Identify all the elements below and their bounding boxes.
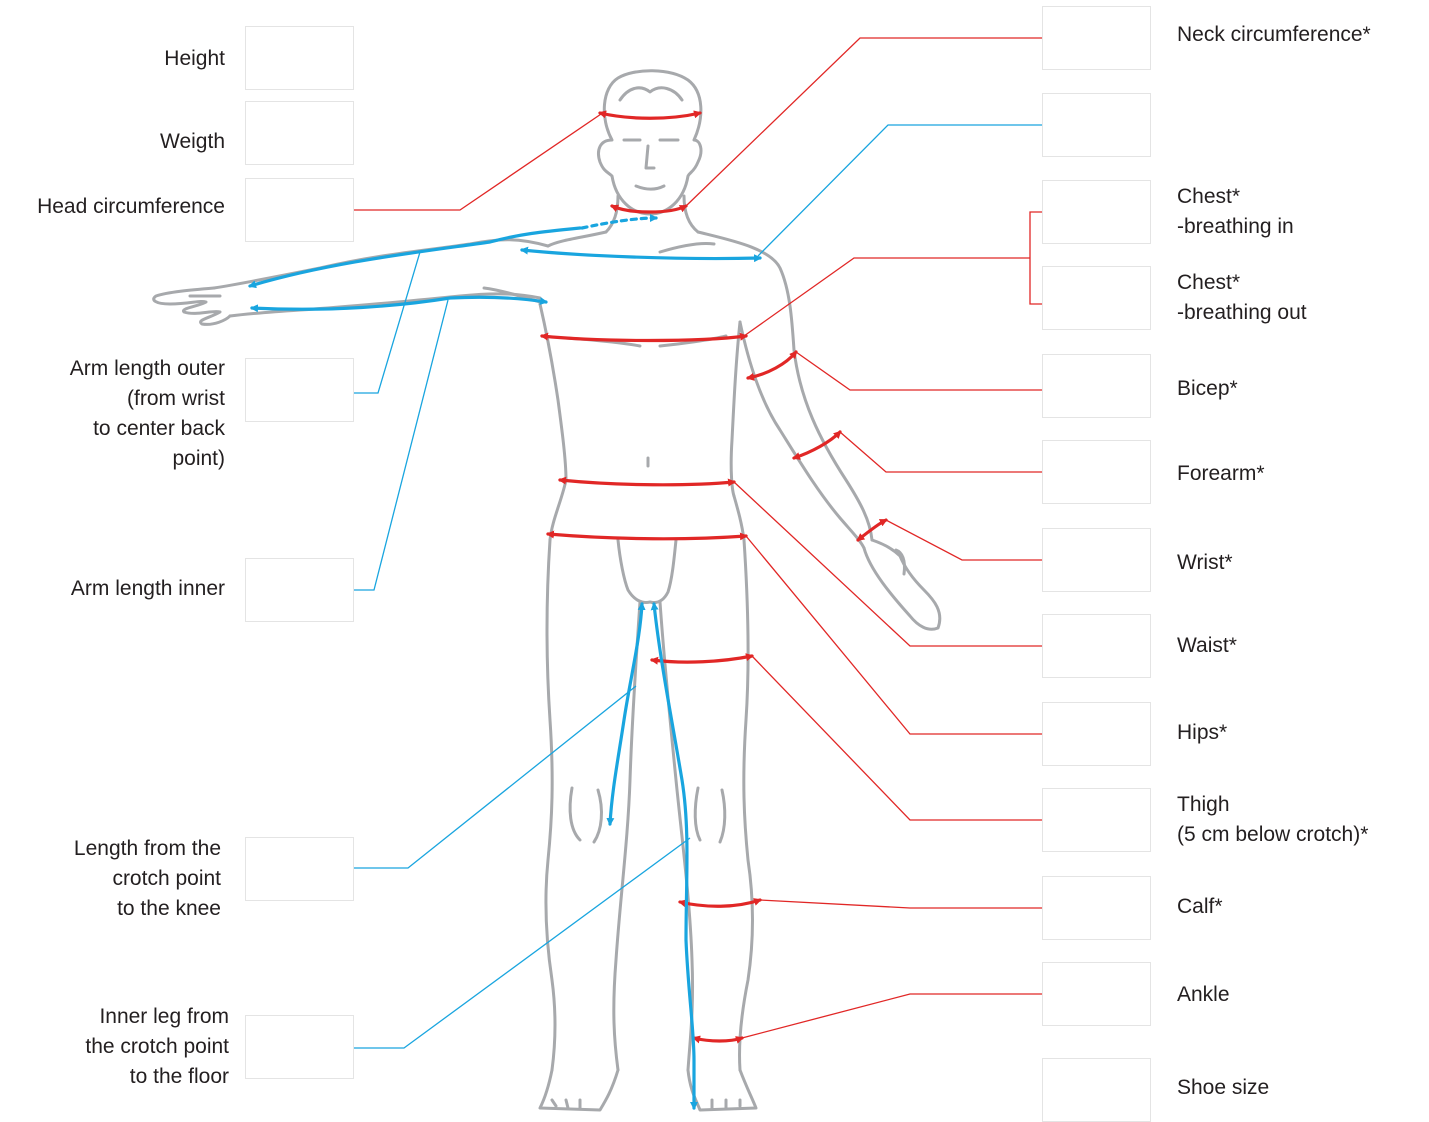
thigh-arrow bbox=[652, 656, 752, 662]
leader-inner-leg bbox=[354, 838, 690, 1048]
leader-arm-outer bbox=[354, 252, 420, 393]
arm-inner-arrow bbox=[252, 297, 546, 309]
chest-in-label: Chest* -breathing in bbox=[1177, 182, 1294, 242]
waist-input-box[interactable] bbox=[1042, 614, 1151, 678]
forearm-label: Forearm* bbox=[1177, 459, 1265, 489]
wrist-input-box[interactable] bbox=[1042, 528, 1151, 592]
inner-leg-label: Inner leg from the crotch point to the f… bbox=[85, 1002, 229, 1092]
chest-bracket bbox=[1030, 212, 1042, 304]
waist-label: Waist* bbox=[1177, 631, 1237, 661]
leader-forearm bbox=[840, 432, 1042, 472]
leader-shoulder bbox=[758, 125, 1042, 256]
inner-leg-input-box[interactable] bbox=[245, 1015, 354, 1079]
neck-arrow bbox=[612, 206, 686, 212]
leader-bicep bbox=[796, 352, 1042, 390]
leader-calf bbox=[760, 900, 1042, 908]
hips-label: Hips* bbox=[1177, 718, 1227, 748]
crotch-knee-arrow bbox=[610, 604, 642, 824]
calf-arrow bbox=[680, 900, 760, 906]
leader-chest bbox=[744, 258, 1030, 336]
arm-outer-input-box[interactable] bbox=[245, 358, 354, 422]
bicep-label: Bicep* bbox=[1177, 374, 1238, 404]
neck-label: Neck circumference* bbox=[1177, 20, 1371, 50]
leader-waist bbox=[734, 482, 1042, 646]
head-circumference-label: Head circumference bbox=[37, 192, 225, 222]
head-arrow bbox=[600, 113, 700, 118]
calf-input-box[interactable] bbox=[1042, 876, 1151, 940]
shoulder-arrow bbox=[522, 250, 760, 259]
hips-arrow bbox=[548, 534, 746, 539]
leader-ankle bbox=[742, 994, 1042, 1038]
shoe-size-label: Shoe size bbox=[1177, 1073, 1269, 1103]
arm-outer-dotted bbox=[582, 218, 656, 228]
ankle-input-box[interactable] bbox=[1042, 962, 1151, 1026]
forearm-input-box[interactable] bbox=[1042, 440, 1151, 504]
ankle-label: Ankle bbox=[1177, 980, 1230, 1010]
leader-neck bbox=[686, 38, 1042, 206]
ankle-arrow bbox=[694, 1038, 742, 1041]
waist-arrow bbox=[560, 480, 734, 485]
arm-inner-input-box[interactable] bbox=[245, 558, 354, 622]
neck-input-box[interactable] bbox=[1042, 6, 1151, 70]
leader-arm-inner bbox=[354, 300, 448, 590]
blue-leader-lines bbox=[354, 125, 1042, 1048]
chest-out-input-box[interactable] bbox=[1042, 266, 1151, 330]
leader-hips bbox=[746, 536, 1042, 734]
crotch-knee-label: Length from the crotch point to the knee bbox=[74, 834, 221, 924]
weight-input-box[interactable] bbox=[245, 101, 354, 165]
calf-label: Calf* bbox=[1177, 892, 1223, 922]
height-input-box[interactable] bbox=[245, 26, 354, 90]
leader-thigh bbox=[752, 656, 1042, 820]
head-circumference-input-box[interactable] bbox=[245, 178, 354, 242]
thigh-label: Thigh (5 cm below crotch)* bbox=[1177, 790, 1368, 850]
weight-label: Weigth bbox=[160, 127, 225, 157]
chest-arrow bbox=[542, 336, 746, 341]
red-measure-arrows bbox=[542, 113, 886, 1041]
shoe-size-input-box[interactable] bbox=[1042, 1058, 1151, 1122]
hips-input-box[interactable] bbox=[1042, 702, 1151, 766]
bicep-input-box[interactable] bbox=[1042, 354, 1151, 418]
arm-outer-label: Arm length outer (from wrist to center b… bbox=[70, 354, 225, 474]
thigh-input-box[interactable] bbox=[1042, 788, 1151, 852]
inner-leg-arrow bbox=[654, 604, 694, 1108]
leader-wrist bbox=[886, 520, 1042, 560]
height-label: Height bbox=[164, 44, 225, 74]
chest-in-input-box[interactable] bbox=[1042, 180, 1151, 244]
wrist-label: Wrist* bbox=[1177, 548, 1233, 578]
chest-out-label: Chest* -breathing out bbox=[1177, 268, 1307, 328]
forearm-arrow bbox=[794, 432, 840, 458]
arm-inner-label: Arm length inner bbox=[71, 574, 225, 604]
shoulder-input-box[interactable] bbox=[1042, 93, 1151, 157]
crotch-knee-input-box[interactable] bbox=[245, 837, 354, 901]
leader-head bbox=[354, 112, 604, 210]
